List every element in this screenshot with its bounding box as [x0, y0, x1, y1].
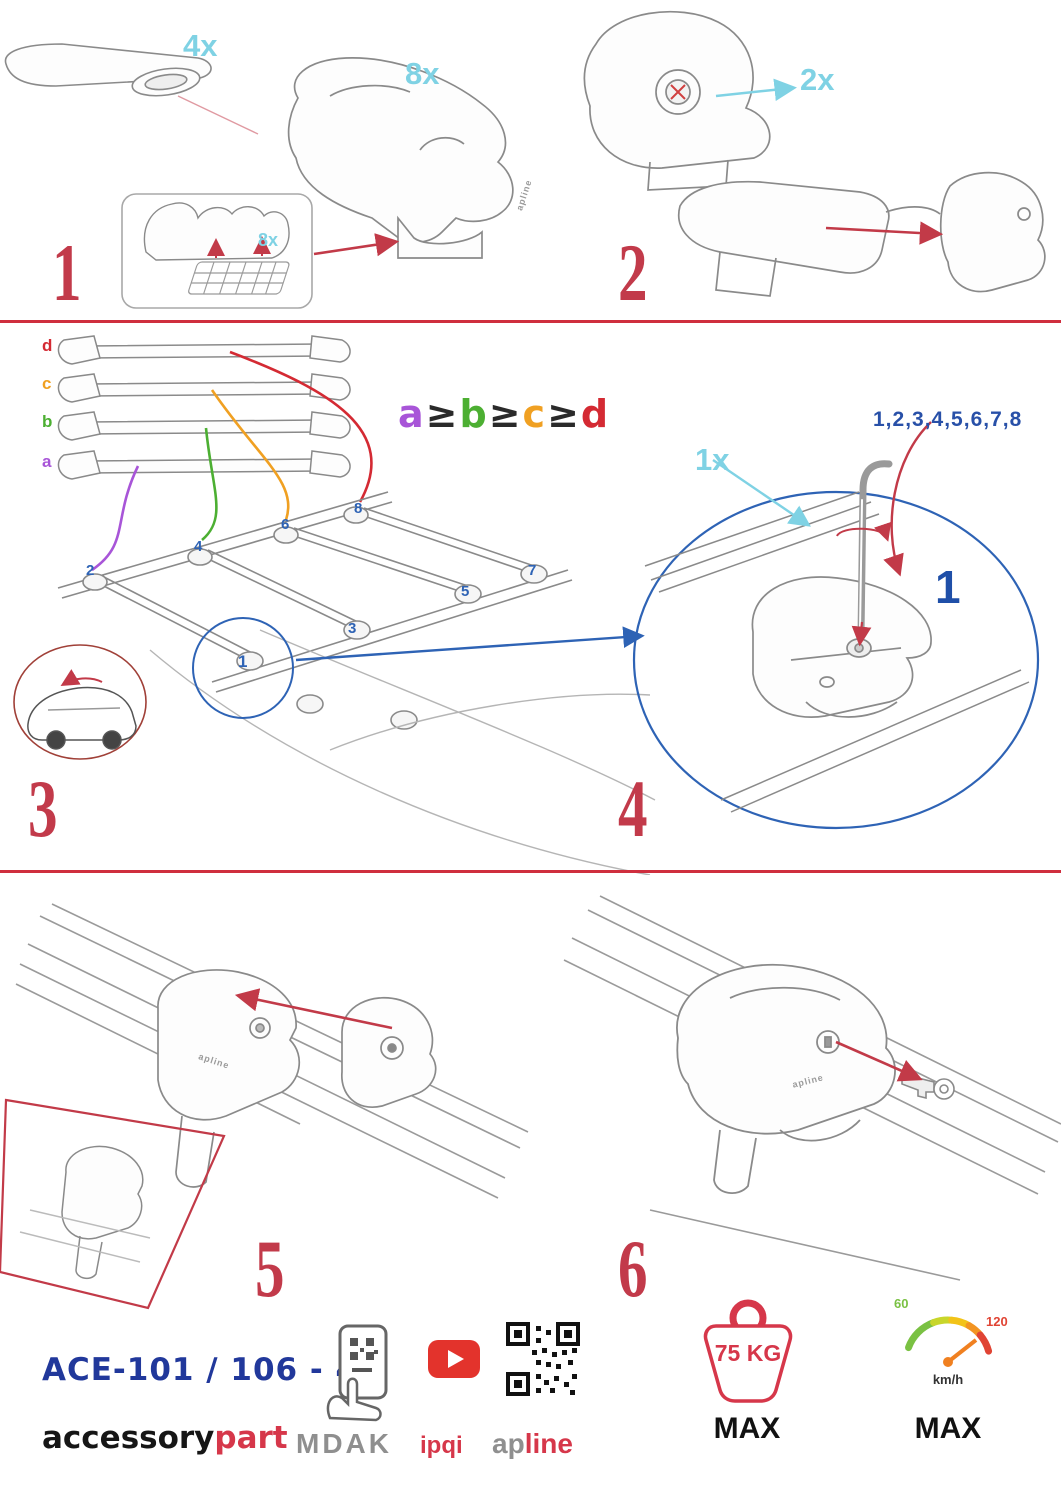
- upper-foot-drawing: [583, 10, 771, 191]
- zoom-circle: [632, 490, 1040, 830]
- speed-low-label: 60: [894, 1296, 909, 1311]
- step2-foot-assembly-illustration: [583, 10, 1046, 297]
- foot-with-keyhole-drawing: [157, 969, 437, 1188]
- key-insert-arrow: [835, 1040, 923, 1082]
- car-inset: [13, 644, 147, 760]
- step2-number: 2: [618, 227, 648, 318]
- position-1: 1: [238, 652, 248, 671]
- formula-ge1: ≥: [425, 392, 460, 436]
- position-5: 5: [461, 583, 470, 600]
- brand-black: accessory: [42, 1420, 215, 1456]
- apline-gray: ap: [492, 1428, 525, 1459]
- apline-red: line: [524, 1428, 573, 1459]
- bar-label-c: c: [42, 374, 52, 393]
- max-weight-label: MAX: [713, 1412, 781, 1445]
- bar-c-drawing: [57, 373, 351, 403]
- formula-c: c: [522, 392, 548, 436]
- brand-red: part: [214, 1420, 288, 1456]
- rail-lines: [644, 491, 1030, 813]
- max-speed-label: MAX: [914, 1412, 982, 1445]
- step4-number: 4: [618, 763, 648, 854]
- speedometer-icon: [905, 1316, 993, 1367]
- brand-wordmark: accessorypart: [42, 1420, 288, 1456]
- position-4: 4: [194, 538, 203, 555]
- position-6: 6: [281, 516, 290, 533]
- qty-bar-label: 4x: [183, 28, 218, 63]
- position-7: 7: [528, 562, 537, 579]
- formula-ge3: ≥: [547, 392, 581, 436]
- qty-step2-label: 2x: [800, 62, 835, 97]
- qty-callout-arrow: [712, 459, 811, 527]
- youtube-icon: [428, 1340, 480, 1378]
- qr-code-icon: [506, 1322, 580, 1396]
- bar-position-curves: [91, 350, 373, 572]
- bar-d-drawing: [57, 335, 351, 365]
- lower-assembly-drawing: [677, 171, 1046, 297]
- speed-high-label: 120: [986, 1314, 1008, 1329]
- max-weight-icon: [703, 1299, 793, 1403]
- qty-clamp-label: 8x: [405, 56, 440, 91]
- pink-callout-line: [177, 95, 259, 135]
- bar-label-a: a: [42, 452, 52, 471]
- mounted-crossbars-drawing: [82, 506, 548, 730]
- car-roof-outline: [149, 629, 656, 875]
- rubber-pad-inset: [121, 193, 313, 309]
- foot-in-region-drawing: [19, 1145, 151, 1280]
- model-number: ACE-101 / 106 - 4X: [42, 1352, 384, 1388]
- detail-region-outline: [0, 1098, 226, 1310]
- knob-cross-mark: [670, 84, 686, 100]
- step5-number: 5: [255, 1223, 285, 1314]
- max-weight-value: 75 KG: [714, 1340, 782, 1366]
- qty-step4-label: 1x: [695, 442, 730, 477]
- roof-rails-drawing: [57, 491, 573, 693]
- ipqi-logo: ipqi: [420, 1432, 463, 1459]
- detail-callout-arrow: [295, 626, 645, 662]
- step1-crossbar-clamp-illustration: [4, 43, 514, 309]
- speed-unit-label: km/h: [932, 1372, 964, 1387]
- section-divider-2: [0, 870, 1061, 873]
- bar-label-b: b: [42, 412, 53, 431]
- step3-number: 3: [28, 763, 58, 854]
- bar-label-d: d: [42, 336, 53, 355]
- mdak-logo: MDAK: [296, 1428, 392, 1459]
- formula-d: d: [580, 392, 611, 436]
- step5-lock-cover-illustration: [0, 903, 529, 1310]
- bar-a-drawing: [57, 450, 351, 480]
- locked-foot-drawing: [676, 963, 896, 1194]
- size-order-formula: a≥b≥c≥d: [398, 392, 610, 436]
- cover-slide-arrow: [234, 988, 393, 1030]
- foot-detail-drawing: [751, 576, 932, 718]
- qty-pad-label: 8x: [258, 230, 279, 250]
- position-1-highlight-circle: [192, 617, 294, 719]
- position-3: 3: [348, 620, 357, 637]
- bar-b-drawing: [57, 411, 351, 441]
- clamp-foot-drawing: [287, 57, 514, 259]
- aero-bar-drawing: [4, 43, 212, 97]
- apline-logo: apline: [492, 1428, 573, 1460]
- highlight-position-label: 1: [935, 561, 961, 613]
- formula-b: b: [459, 392, 489, 436]
- step6-key-lock-illustration: [563, 895, 1061, 1281]
- qty-callout-arrow: [715, 78, 797, 102]
- formula-a: a: [398, 392, 426, 436]
- scan-qr-hand-icon: [326, 1324, 388, 1422]
- tighten-sequence-label: 1,2,3,4,5,6,7,8: [873, 408, 1023, 431]
- formula-ge2: ≥: [488, 392, 523, 436]
- position-2: 2: [86, 562, 95, 579]
- inset-arrow: [313, 233, 400, 257]
- section-divider-1: [0, 320, 1061, 323]
- insert-arrow: [825, 221, 944, 245]
- press-arrow: [851, 621, 872, 647]
- step4-tightening-detail-illustration: [632, 421, 1040, 830]
- rotate-arrow: [836, 521, 892, 542]
- sequence-arrow: [883, 421, 932, 577]
- step3-roof-layout-illustration: [13, 335, 656, 875]
- step1-number: 1: [52, 227, 82, 318]
- position-8: 8: [354, 500, 363, 517]
- step6-number: 6: [618, 1223, 648, 1314]
